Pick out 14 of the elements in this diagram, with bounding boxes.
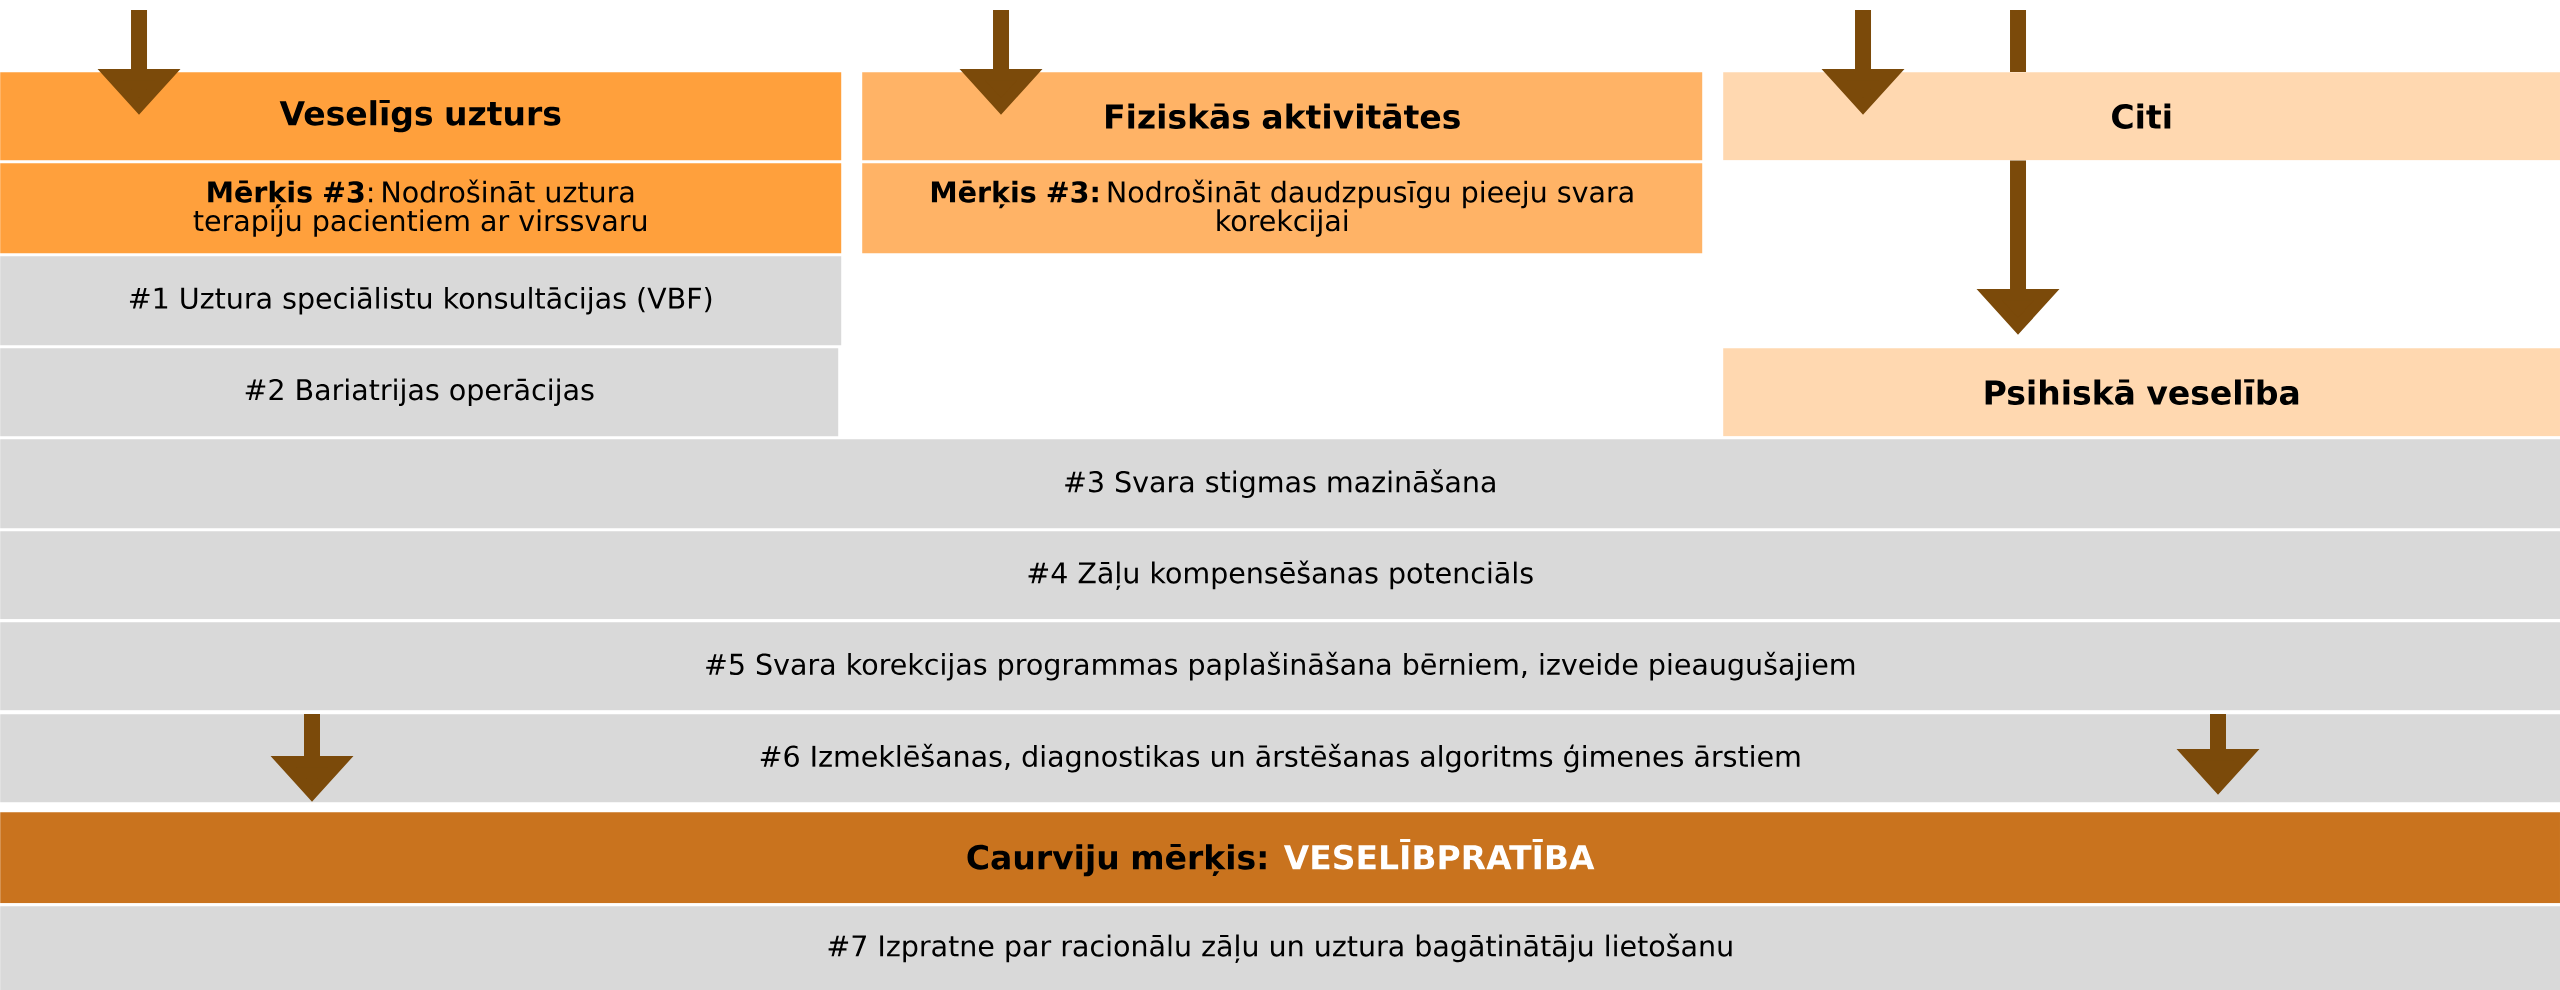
goal-banner: Caurviju mērķis: VESELĪBPRATĪBA bbox=[0, 812, 2560, 904]
measure-bar: #7 Izpratne par racionālu zāļu un uztura bagātinātāju lietošanu bbox=[0, 906, 2560, 990]
measure-bar: #6 Izmeklēšanas, diagnostikas un ārstēšanas algoritms ģimenes ārstiem bbox=[0, 714, 2560, 803]
measure-bar: #1 Uztura speciālistu konsultācijas (VBF) bbox=[0, 256, 842, 346]
category-box: Fiziskās aktivitātes bbox=[862, 72, 1703, 161]
category-box: Veselīgs uzturs bbox=[0, 72, 842, 161]
goal-box: Mērķis #3: Nodrošināt uztura terapiju pacientiem ar virssvaru bbox=[0, 163, 842, 254]
measure-bar: #2 Bariatrijas operācijas bbox=[0, 348, 839, 437]
category-box: Psihiskā veselība bbox=[1723, 348, 2560, 437]
measure-bar: #3 Svara stigmas mazināšana bbox=[0, 439, 2560, 529]
measure-bar: #5 Svara korekcijas programmas paplašināšana bērniem, izveide pieaugušajiem bbox=[0, 622, 2560, 711]
measure-bar: #4 Zāļu kompensēšanas potenciāls bbox=[0, 531, 2560, 620]
goal-box: Mērķis #3: Nodrošināt daudzpusīgu pieeju svara korekcijai bbox=[862, 163, 1703, 254]
category-box: Citi bbox=[1723, 72, 2560, 161]
